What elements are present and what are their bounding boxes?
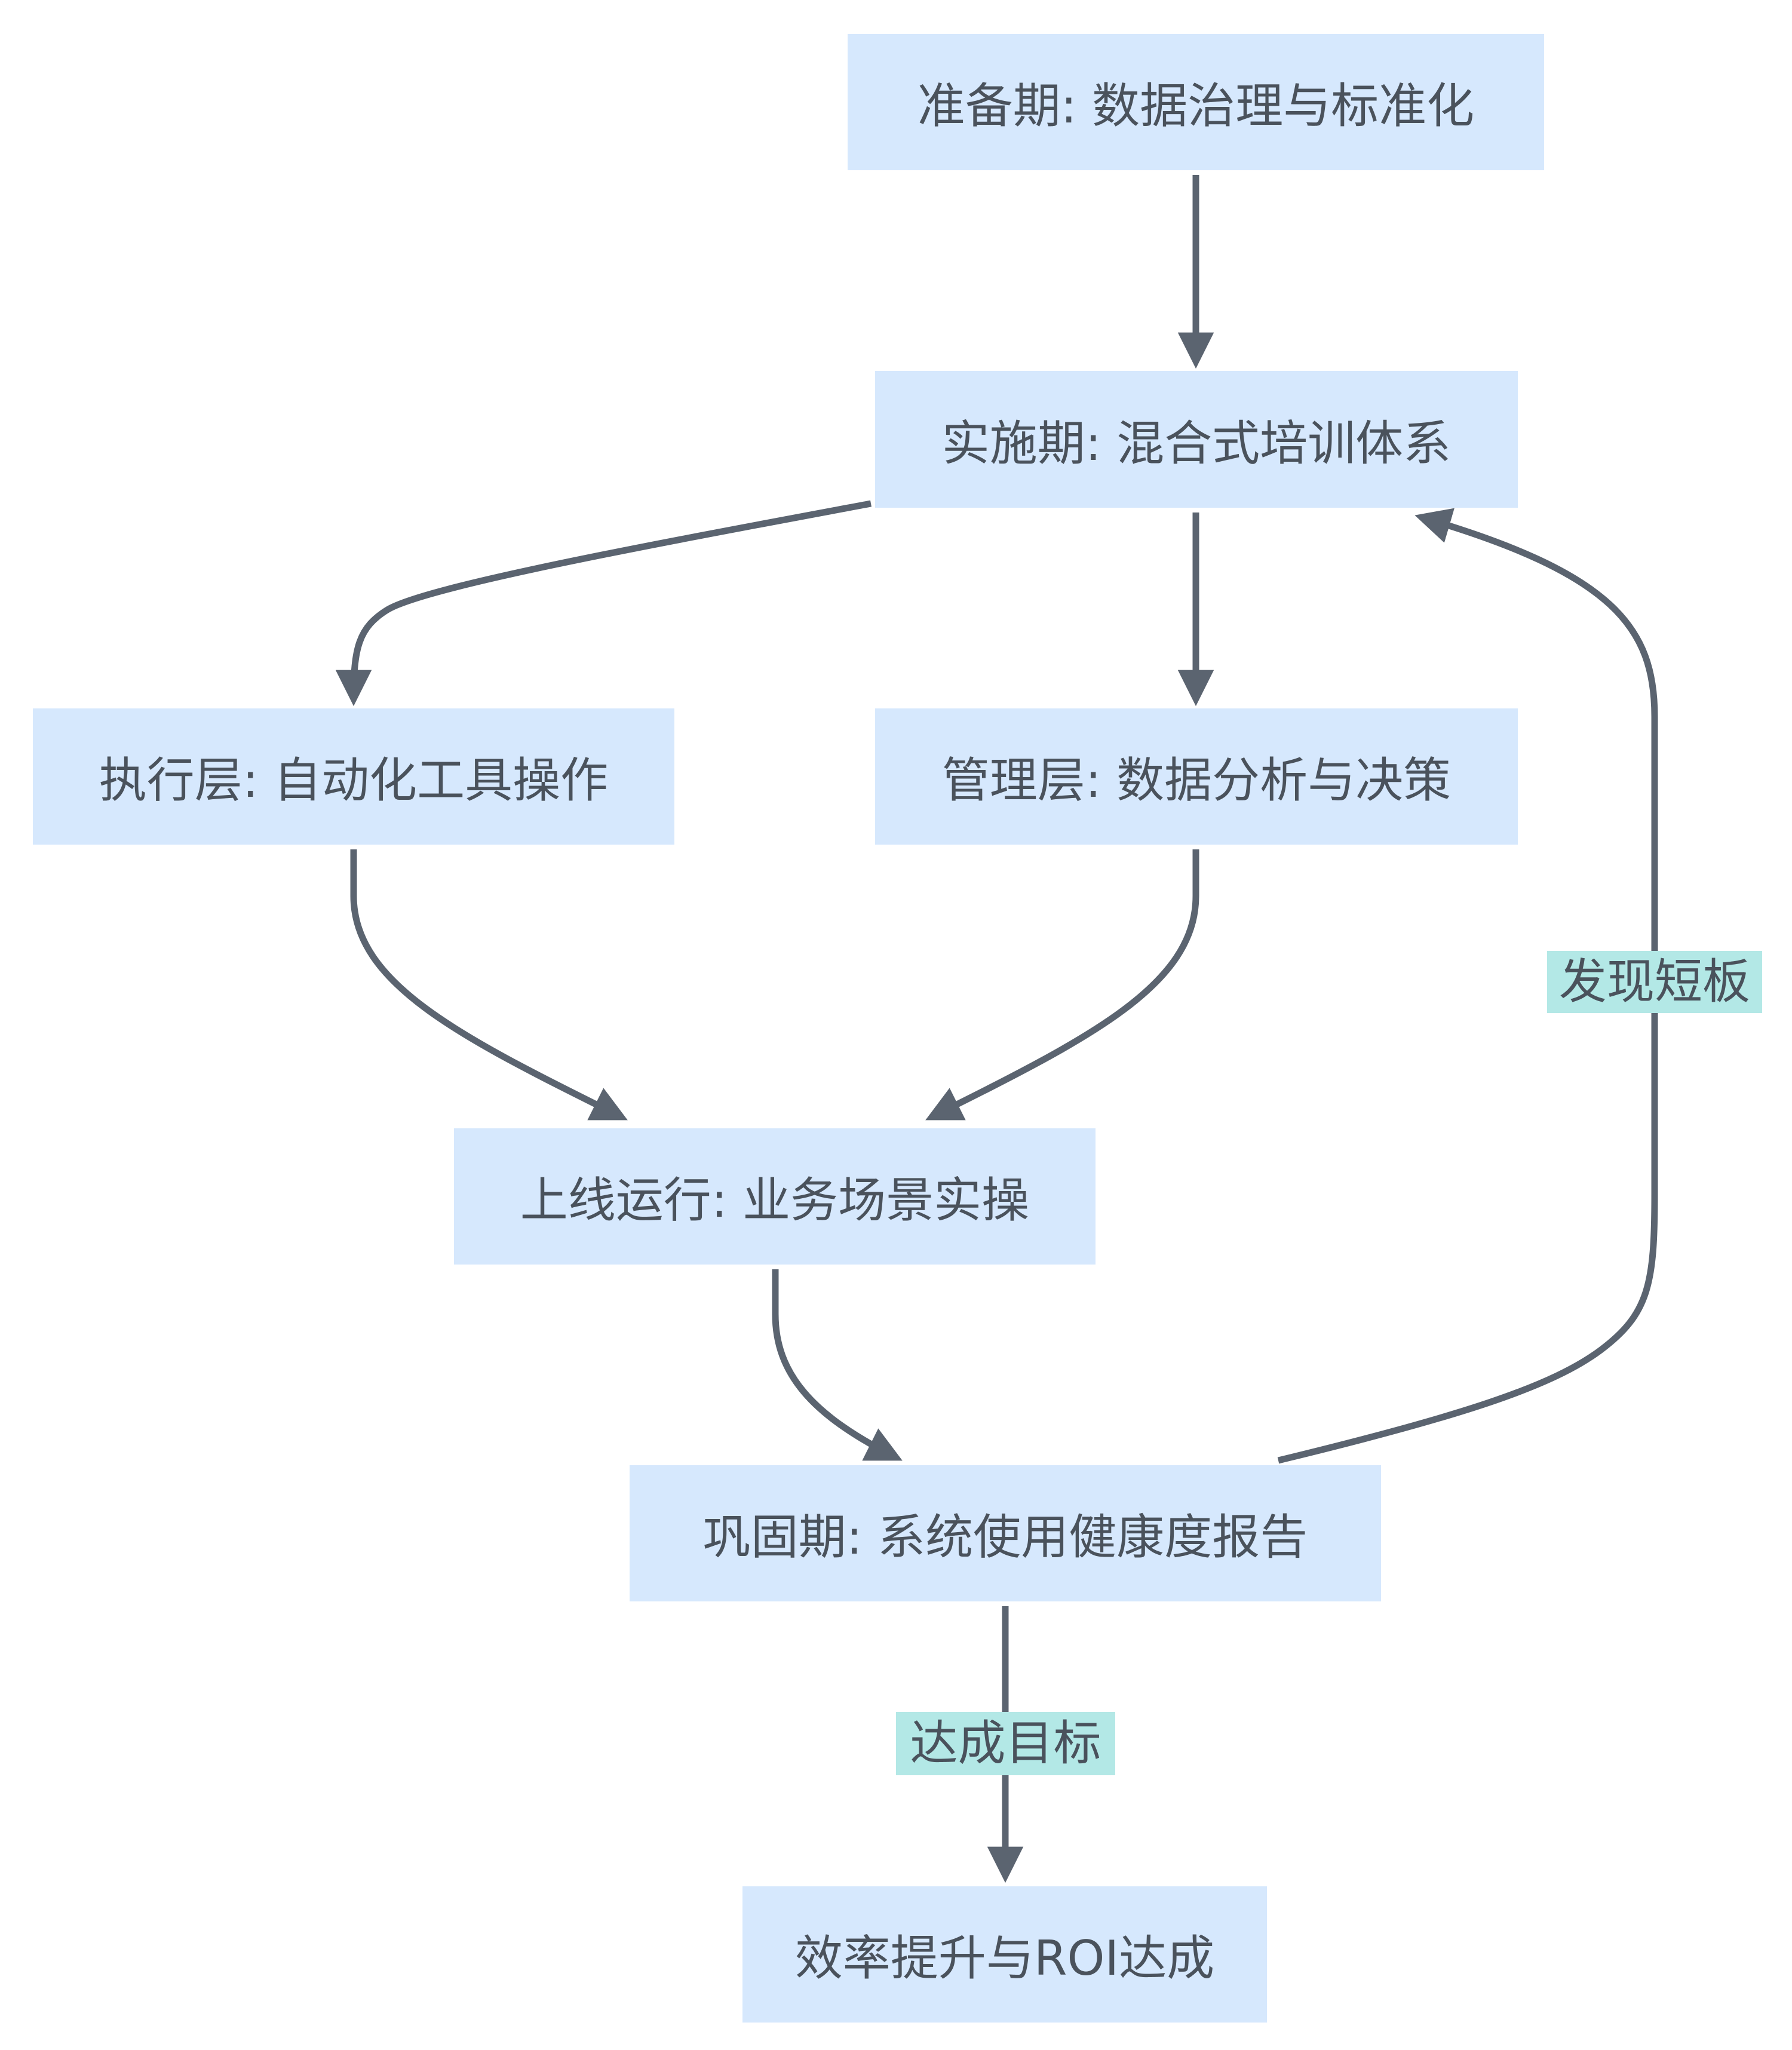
node-consol-label: 巩固期: 系统使用健康度报告 (702, 1509, 1308, 1565)
node-live-label: 上线运行: 业务场景实操 (520, 1173, 1030, 1228)
node-goal-label: 效率提升与ROI达成 (794, 1931, 1215, 1986)
node-prep[interactable]: 准备期: 数据治理与标准化 (848, 34, 1544, 170)
node-impl[interactable]: 实施期: 混合式培训体系 (875, 371, 1518, 508)
node-exec[interactable]: 执行层: 自动化工具操作 (33, 708, 674, 845)
node-impl-label: 实施期: 混合式培训体系 (941, 415, 1452, 471)
edge-label-find-gaps-text: 发现短板 (1559, 954, 1750, 1009)
edge-label-reach-goal: 达成目标 (896, 1712, 1115, 1775)
node-live[interactable]: 上线运行: 业务场景实操 (454, 1128, 1096, 1265)
node-consol[interactable]: 巩固期: 系统使用健康度报告 (630, 1465, 1381, 1601)
edge-label-reach-goal-text: 达成目标 (910, 1716, 1101, 1771)
node-mgmt[interactable]: 管理层: 数据分析与决策 (875, 708, 1518, 845)
node-prep-label: 准备期: 数据治理与标准化 (917, 78, 1475, 134)
node-goal[interactable]: 效率提升与ROI达成 (742, 1886, 1267, 2023)
node-exec-label: 执行层: 自动化工具操作 (99, 753, 609, 808)
edge-exec-live (350, 849, 628, 1121)
edge-mgmt-live (925, 849, 1199, 1121)
edge-label-find-gaps: 发现短板 (1547, 951, 1762, 1013)
edge-live-consol (772, 1269, 903, 1461)
edge-consol-impl (1277, 508, 1658, 1464)
node-mgmt-label: 管理层: 数据分析与决策 (941, 753, 1452, 808)
edge-impl-exec (335, 500, 872, 707)
